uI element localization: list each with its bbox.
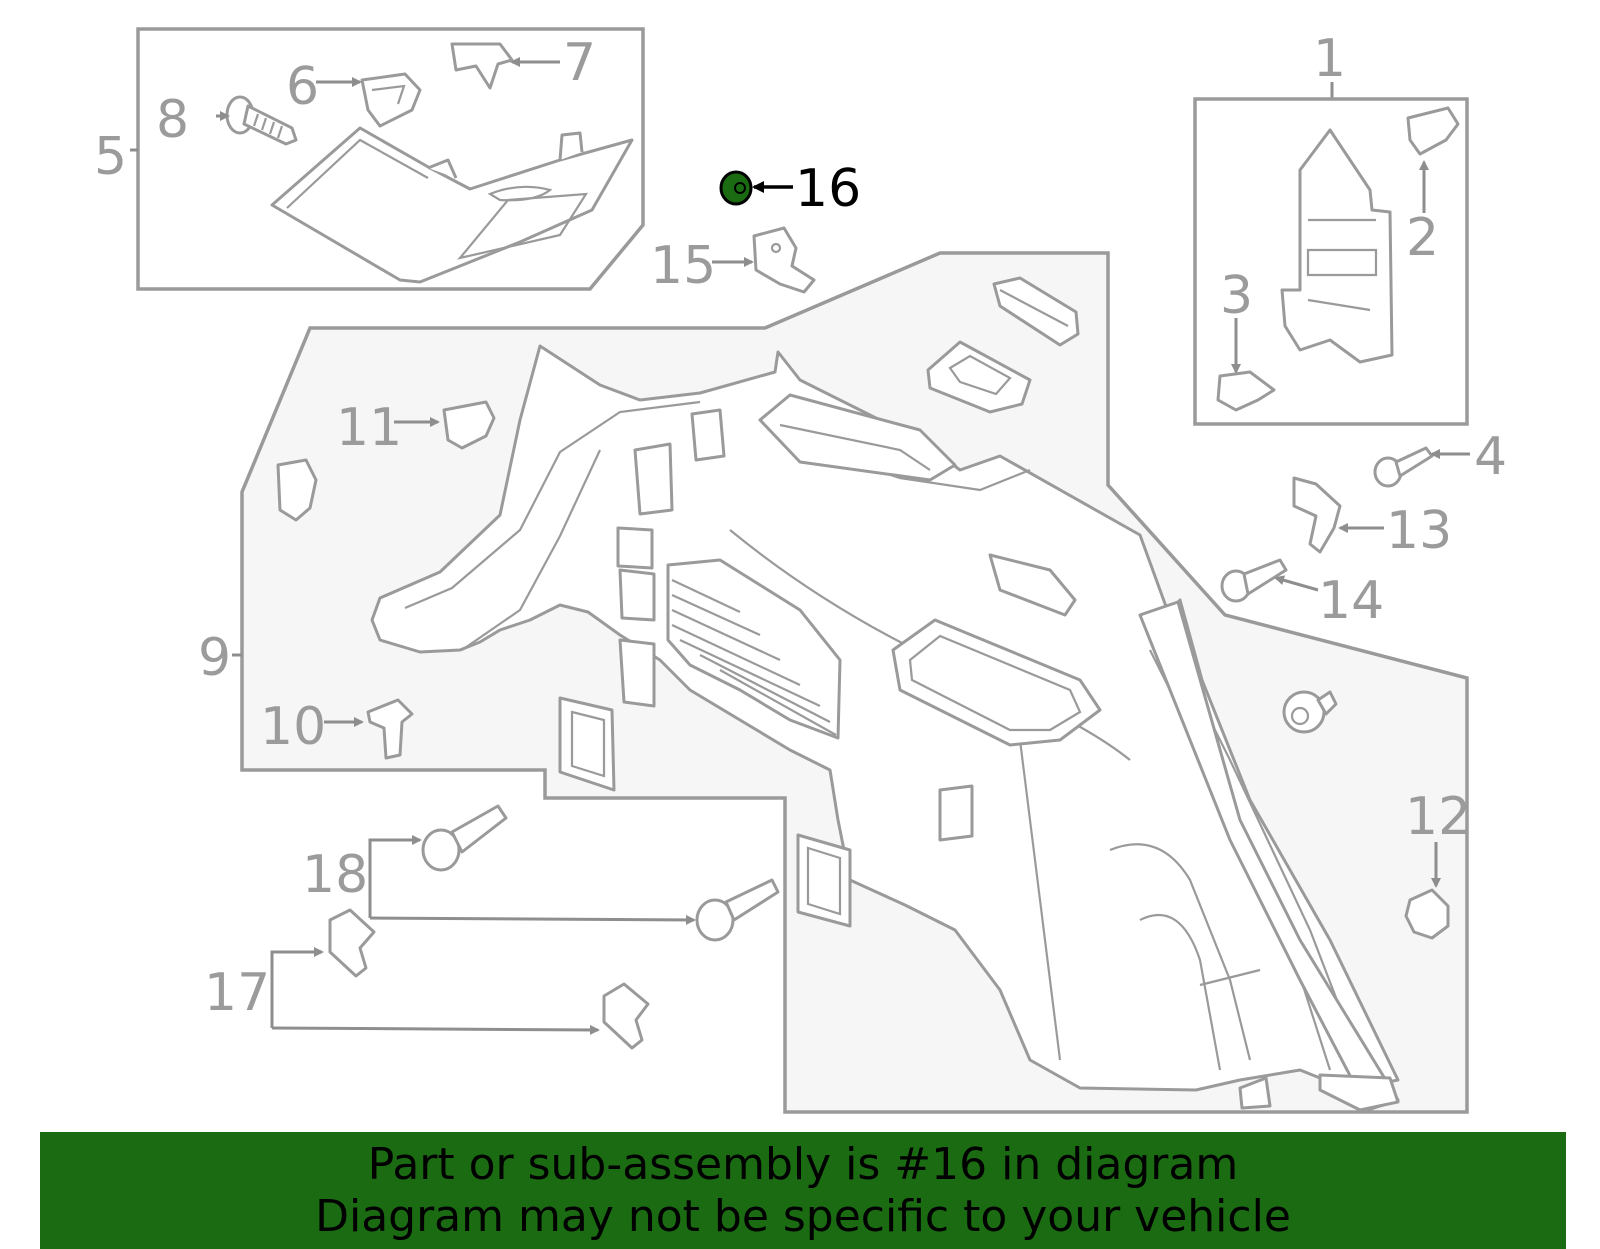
clip-10-icon [366,698,414,760]
callout-3: 3 [1220,266,1253,326]
callout-10: 10 [260,697,326,757]
banner-line-2: Diagram may not be specific to your vehi… [315,1190,1291,1242]
push-pin-icon [1282,690,1338,734]
callout-1: 1 [1313,29,1346,89]
callout-11: 11 [336,398,402,458]
bolt-4-icon [1373,446,1470,488]
clip-11-icon [442,400,496,450]
bolt-18-icon [368,804,780,942]
clip-3-icon [1216,370,1276,412]
callout-4: 4 [1474,427,1507,487]
assembly-1-box [1193,82,1469,426]
callout-17: 17 [204,963,270,1023]
callout-8: 8 [156,90,189,150]
cap-icon [276,458,318,522]
assembly-5-box [130,27,645,291]
callout-2: 2 [1406,208,1439,268]
callout-12: 12 [1405,787,1471,847]
quarter-trim-panel-icon [370,344,1400,1112]
parts-diagram: 1 2 3 4 5 6 7 8 9 10 11 12 13 14 15 16 1… [94,27,1507,1114]
callout-13: 13 [1386,501,1452,561]
pillar-trim-icon [1280,128,1394,364]
callout-6: 6 [286,57,319,117]
callout-16: 16 [795,159,861,219]
vent-icon [926,276,1080,414]
info-banner: Part or sub-assembly is #16 in diagram D… [40,1132,1566,1249]
bolt-14-icon [1220,558,1319,603]
callout-5: 5 [94,127,127,187]
callout-15: 15 [650,236,716,296]
callout-14: 14 [1318,571,1384,631]
banner-line-1: Part or sub-assembly is #16 in diagram [367,1138,1239,1190]
bracket-7-icon [450,42,514,90]
clip-6-icon [360,72,422,128]
clip-2-icon [1406,106,1460,156]
callout-18: 18 [302,845,368,905]
cap-12-icon [1404,842,1450,940]
bracket-13-icon [1292,476,1384,554]
clip-17-icon [270,908,650,1050]
callout-7: 7 [563,33,596,93]
callout-9: 9 [198,628,231,688]
bracket-15-icon [712,226,816,294]
part-16-nut-icon [719,170,793,206]
